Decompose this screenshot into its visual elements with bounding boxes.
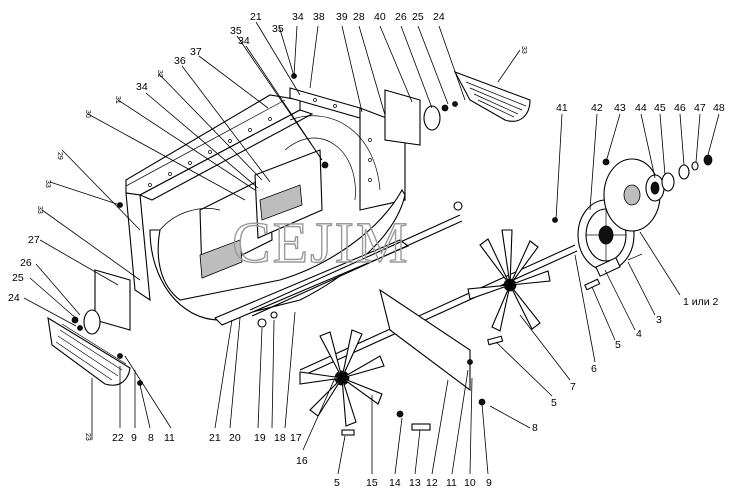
label-17: 17	[290, 432, 302, 444]
label-47: 47	[694, 102, 706, 114]
label-24-left: 24	[8, 292, 20, 304]
bearing-stack	[645, 154, 713, 202]
label-36: 36	[174, 55, 186, 67]
label-5-bottom: 5	[334, 477, 340, 489]
label-8-bottom: 8	[148, 432, 154, 444]
rot-label-5: 29	[56, 152, 63, 160]
label-48: 48	[713, 102, 725, 114]
label-9-bottom-a: 9	[131, 432, 137, 444]
label-44: 44	[635, 102, 647, 114]
keys	[487, 253, 643, 346]
label-7: 7	[570, 381, 576, 393]
rot-label-6: 33	[44, 180, 51, 188]
label-19: 19	[254, 432, 266, 444]
label-25-left: 25	[12, 272, 24, 284]
rot-label-1: 33	[520, 46, 527, 54]
bearing-housing-right	[423, 105, 441, 131]
label-5-right-a: 5	[615, 339, 621, 351]
bearing-housing-left	[83, 309, 101, 335]
label-26-left: 26	[20, 257, 32, 269]
label-11-bottom-a: 11	[164, 432, 175, 444]
label-41: 41	[556, 102, 568, 114]
rot-label-2: 32	[156, 70, 163, 78]
leader-lines	[23, 21, 720, 475]
label-22: 22	[112, 432, 124, 444]
bracket-right	[384, 89, 421, 146]
label-27: 27	[28, 234, 40, 246]
label-37: 37	[190, 46, 202, 58]
label-13: 13	[409, 477, 421, 489]
label-1-or-2: 1 или 2	[683, 296, 719, 308]
label-16: 16	[296, 455, 308, 467]
label-34-upper: 34	[238, 35, 250, 47]
label-20: 20	[229, 432, 241, 444]
rot-label-4: 30	[84, 110, 91, 118]
label-25-top: 25	[412, 11, 424, 23]
label-39: 39	[336, 11, 348, 23]
rot-label-8: 23	[84, 433, 91, 441]
bracket-left	[94, 269, 131, 331]
disc-hub	[623, 184, 641, 206]
label-34-mid: 34	[136, 81, 148, 93]
label-40: 40	[374, 11, 386, 23]
label-45: 45	[654, 102, 666, 114]
label-43: 43	[614, 102, 626, 114]
label-38: 38	[313, 11, 325, 23]
rot-label-3: 31	[114, 96, 121, 104]
fasteners	[71, 73, 610, 436]
impeller-right	[467, 229, 551, 332]
label-5-right-b: 5	[551, 397, 557, 409]
label-4: 4	[636, 328, 642, 340]
label-34-top: 34	[292, 11, 304, 23]
fan-housing	[125, 87, 410, 326]
label-28: 28	[353, 11, 365, 23]
deflector-blade	[379, 288, 471, 392]
label-8-right: 8	[532, 422, 538, 434]
label-6: 6	[591, 363, 597, 375]
label-14: 14	[389, 477, 401, 489]
label-12: 12	[426, 477, 438, 489]
label-11-bottom-b: 11	[446, 477, 457, 489]
label-15: 15	[366, 477, 378, 489]
label-24-top: 24	[433, 11, 445, 23]
label-9-bottom-b: 9	[486, 477, 492, 489]
label-10: 10	[464, 477, 476, 489]
label-35-upper: 35	[230, 25, 242, 37]
label-18: 18	[274, 432, 286, 444]
label-3: 3	[656, 314, 662, 326]
shield-top-right	[453, 70, 531, 122]
rot-label-7: 33	[36, 206, 43, 214]
label-35-top: 35	[272, 23, 284, 35]
label-26-top: 26	[395, 11, 407, 23]
watermark-text: CEJIM	[232, 210, 410, 275]
callout-labels: 21 35 34 38 39 28 40 26 25 24 37 35 34 3…	[8, 11, 725, 489]
label-21-bottom: 21	[209, 432, 221, 444]
label-46: 46	[674, 102, 686, 114]
label-21-top: 21	[250, 11, 262, 23]
label-42: 42	[591, 102, 603, 114]
